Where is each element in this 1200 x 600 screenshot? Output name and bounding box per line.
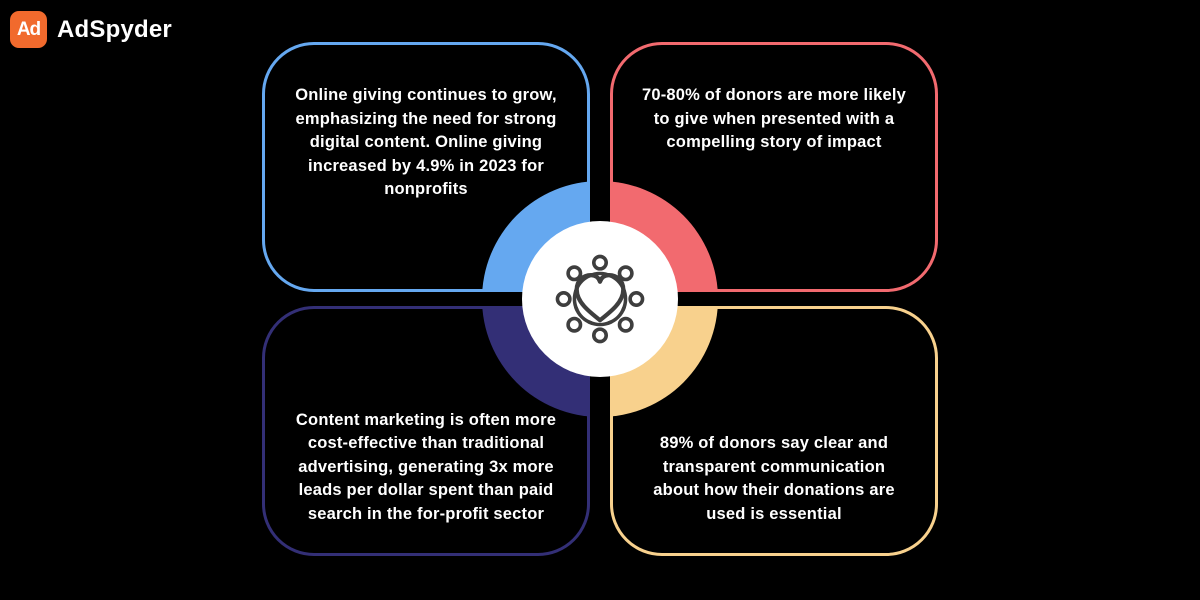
community-heart-icon [555, 254, 645, 344]
adspyder-logo: Ad AdSpyder [10, 11, 172, 48]
brand-name: AdSpyder [57, 15, 172, 43]
quadrant-card-top-left: Online giving continues to grow, emphasi… [262, 42, 590, 292]
center-circle [522, 221, 678, 377]
quadrant-text-bottom-left: Content marketing is often more cost-eff… [295, 410, 557, 523]
quadrant-text-top-left: Online giving continues to grow, emphasi… [295, 86, 557, 198]
logo-mark-text: Ad [16, 18, 41, 40]
quadrant-text-top-right: 70-80% of donors are more likely to give… [641, 86, 907, 151]
quadrant-text-bottom-right: 89% of donors say clear and transparent … [653, 434, 895, 523]
quadrant-card-bottom-right: 89% of donors say clear and transparent … [610, 306, 938, 556]
adspyder-logo-mark-icon: Ad [10, 11, 47, 48]
